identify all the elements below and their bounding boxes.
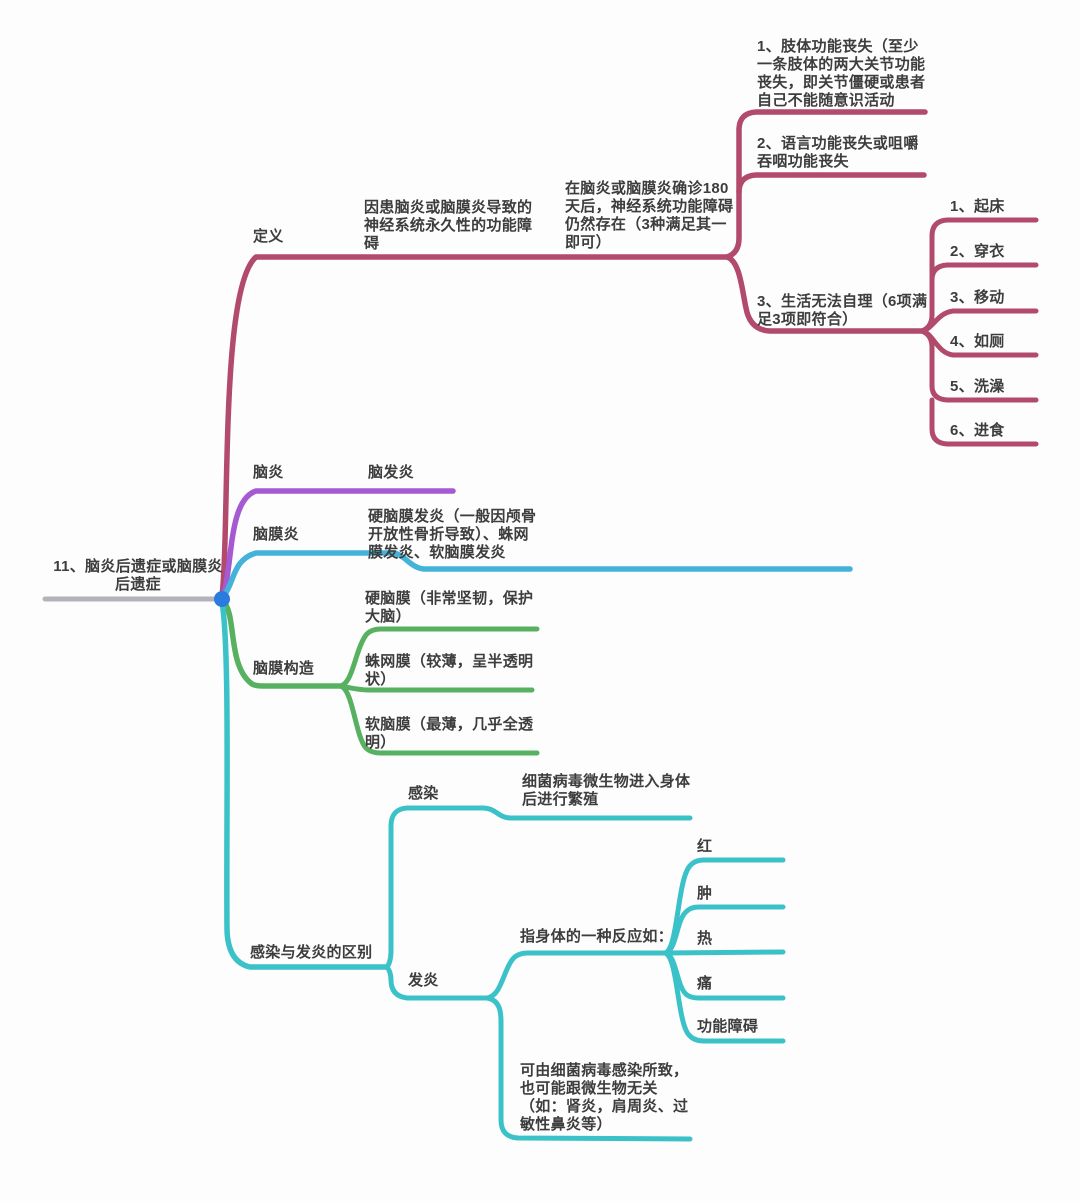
arachnoid-node[interactable]: 蛛网膜（较薄，呈半透明 状） [365,653,534,688]
inflammation-line [384,964,490,1001]
infection-line [384,805,693,970]
selfcare-item-2[interactable]: 2、穿衣 [950,243,1005,260]
criterion-speech-node[interactable]: 2、语言功能丧失或咀嚼 吞咽功能丧失 [757,135,919,170]
meningitis-node[interactable]: 脑膜炎 [253,526,299,543]
selfcare-line [724,254,925,334]
note-line [484,995,693,1142]
sign-pain-line [662,950,786,1001]
selfcare-item-6-line [929,397,1039,447]
pia-node[interactable]: 软脑膜（最薄，几乎全透 明） [365,716,534,751]
definition-cause-node[interactable]: 因患脑炎或脑膜炎导致的 神经系统永久性的功能障 碍 [364,199,533,252]
pia-line [337,683,540,756]
sign-red-node[interactable]: 红 [697,838,713,855]
meningitis-line [220,550,853,600]
root-dot [214,591,230,607]
selfcare-item-3[interactable]: 3、移动 [950,289,1005,306]
encephalitis-line [220,488,456,599]
selfcare-item-2-line [929,262,1039,283]
dura-node[interactable]: 硬脑膜（非常坚韧，保护 大脑） [365,590,534,625]
inflammation-response-node[interactable]: 指身体的一种反应如： [520,928,674,945]
sign-pain-node[interactable]: 痛 [697,975,713,992]
difference-node[interactable]: 感染与发炎的区别 [250,944,373,961]
inflammation-note-node[interactable]: 可由细菌病毒感染所致， 也可能跟微生物无关 （如：肾炎，肩周炎、过 敏性鼻炎等） [520,1062,689,1133]
definition-node[interactable]: 定义 [253,228,284,245]
selfcare-item-1[interactable]: 1、起床 [950,198,1005,215]
sign-dysfunction-line [662,950,786,1044]
encephalitis-desc-node[interactable]: 脑发炎 [368,464,414,481]
criterion-selfcare-node[interactable]: 3、生活无法自理（6项满 足3项即符合） [757,293,928,328]
meninges-trunk-line [220,598,343,689]
difference-trunk-line [219,599,390,970]
selfcare-item-5[interactable]: 5、洗澡 [950,378,1005,395]
criterion-limb-node[interactable]: 1、肢体功能丧失（至少 一条肢体的两大关节功能 丧失，即关节僵硬或患者 自己不能… [757,38,926,109]
limb-loss-line [724,109,928,260]
speech-loss-line [736,172,927,195]
definition-branch-line [219,254,730,600]
selfcare-item-5-line [919,328,1039,403]
root-node[interactable]: 11、脑炎后遗症或脑膜炎 后遗症 [53,558,223,593]
sign-heat-node[interactable]: 热 [697,930,713,947]
definition-condition-node[interactable]: 在脑炎或脑膜炎确诊180 天后，神经系统功能障碍 仍然存在（3种满足其一 即可） [565,180,734,251]
selfcare-item-4[interactable]: 4、如厕 [950,333,1005,350]
sign-dysfunction-node[interactable]: 功能障碍 [697,1018,759,1035]
response-line [484,950,668,1001]
sign-heat-line [662,949,786,956]
meninges-node[interactable]: 脑膜构造 [253,660,315,677]
inflammation-node[interactable]: 发炎 [408,972,439,989]
sign-swelling-node[interactable]: 肿 [697,885,713,902]
selfcare-item-6[interactable]: 6、进食 [950,422,1005,439]
sign-swelling-line [662,904,786,956]
encephalitis-node[interactable]: 脑炎 [253,464,284,481]
dura-line [337,626,540,689]
infection-desc-node[interactable]: 细菌病毒微生物进入身体 后进行繁殖 [522,773,691,808]
infection-node[interactable]: 感染 [408,785,439,802]
meningitis-desc-node[interactable]: 硬脑膜发炎（一般因颅骨 开放性骨折导致）、蛛网 膜发炎、软脑膜发炎 [368,508,537,561]
